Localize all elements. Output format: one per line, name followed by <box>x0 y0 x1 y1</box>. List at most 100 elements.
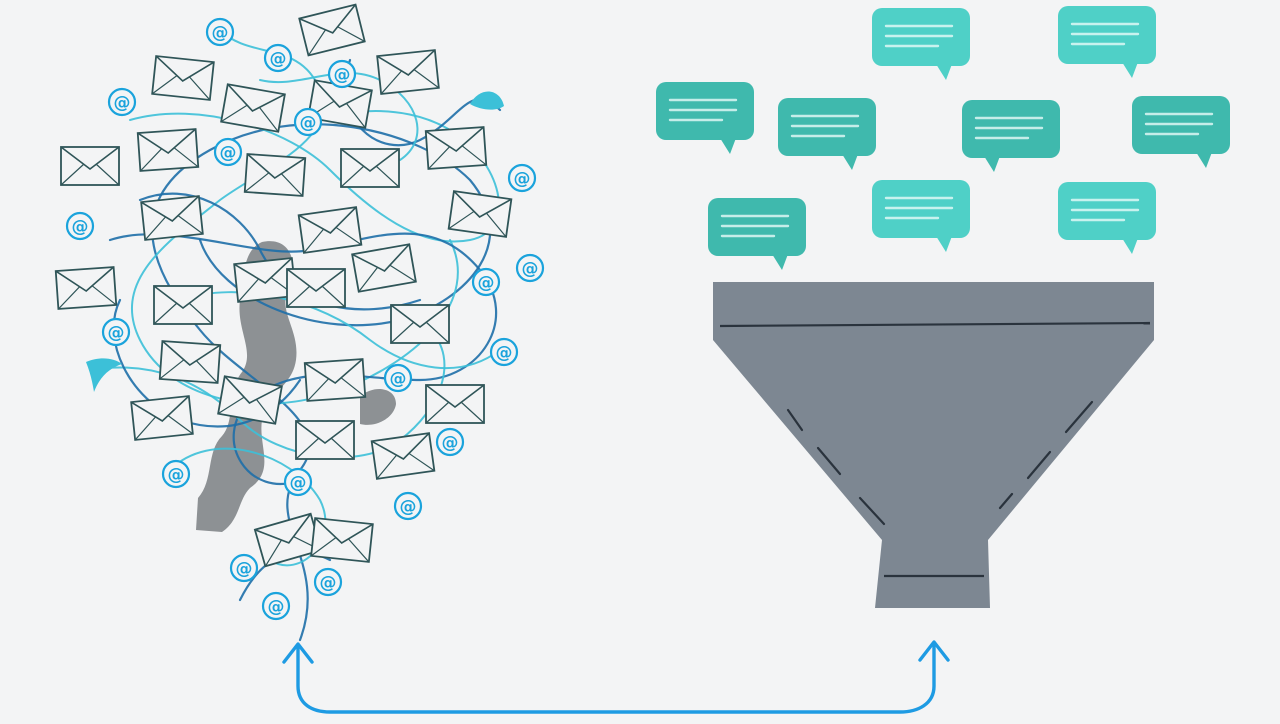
at-sign-icon: @ <box>313 567 343 597</box>
chat-bubble-icon <box>872 180 970 252</box>
at-sign-icon: @ <box>101 317 131 347</box>
at-sign-icon: @ <box>263 43 293 73</box>
chat-bubble-icon <box>1132 96 1230 168</box>
funnel-dash-mark <box>858 496 886 526</box>
arrow-line <box>296 644 936 714</box>
shadow-silhouette <box>196 241 396 532</box>
funnel-dash-mark <box>1064 400 1094 434</box>
envelope-icon <box>136 128 200 172</box>
at-sign-icon: @ <box>65 211 95 241</box>
envelope-icon <box>351 243 417 293</box>
envelope-icon <box>295 420 355 460</box>
at-sign-glyph: @ <box>300 113 317 133</box>
envelope-group <box>54 3 513 568</box>
at-sign-glyph: @ <box>290 473 307 493</box>
at-sign-icon: @ <box>283 467 313 497</box>
at-sign-glyph: @ <box>478 273 495 293</box>
envelope-icon <box>310 517 374 563</box>
envelope-icon <box>158 340 222 384</box>
at-sign-glyph: @ <box>72 217 89 237</box>
at-sign-icon: @ <box>515 253 545 283</box>
funnel-dash-mark <box>786 408 804 432</box>
envelope-icon <box>424 126 488 170</box>
arrow-head-right <box>918 640 950 662</box>
tangle-line <box>169 447 327 567</box>
at-sign-icon: @ <box>205 17 235 47</box>
at-sign-glyph: @ <box>442 433 459 453</box>
chat-bubble-icon <box>708 198 806 270</box>
chat-bubble-group <box>656 6 1230 270</box>
chat-bubble-icon <box>1058 182 1156 254</box>
at-sign-glyph: @ <box>270 49 287 69</box>
at-sign-glyph: @ <box>522 259 539 279</box>
envelope-icon <box>286 268 346 308</box>
at-sign-icon: @ <box>213 137 243 167</box>
at-sign-icon: @ <box>471 267 501 297</box>
chat-bubble-icon <box>962 100 1060 172</box>
funnel-dash-mark <box>998 492 1014 510</box>
envelope-icon <box>220 83 286 133</box>
tangle-line <box>129 110 500 243</box>
at-sign-glyph: @ <box>108 323 125 343</box>
envelope-icon <box>376 49 440 95</box>
envelope-icon <box>54 266 118 310</box>
at-sign-glyph: @ <box>212 23 229 43</box>
at-sign-icon: @ <box>435 427 465 457</box>
at-sign-glyph: @ <box>268 597 285 617</box>
chat-bubble-icon <box>1058 6 1156 78</box>
envelope-icon <box>298 3 366 57</box>
at-sign-glyph: @ <box>168 465 185 485</box>
envelope-icon <box>140 195 204 241</box>
at-sign-icon: @ <box>383 363 413 393</box>
funnel-rim-line <box>719 321 1151 328</box>
chat-bubble-icon <box>872 8 970 80</box>
envelope-icon <box>370 432 436 480</box>
envelope-icon <box>297 206 363 254</box>
at-sign-glyph: @ <box>236 559 253 579</box>
at-sign-glyph: @ <box>320 573 337 593</box>
envelope-icon <box>233 257 297 303</box>
curved-double-arrow-icon <box>282 640 950 714</box>
at-sign-icon: @ <box>393 491 423 521</box>
flourish-mark <box>86 358 122 392</box>
funnel-icon <box>713 282 1154 608</box>
funnel-dash-mark <box>816 446 842 476</box>
at-sign-glyph: @ <box>496 343 513 363</box>
envelope-icon <box>447 190 513 238</box>
funnel-dash-mark <box>1026 450 1052 480</box>
at-sign-icon: @ <box>107 87 137 117</box>
at-sign-glyph: @ <box>220 143 237 163</box>
at-sign-icon: @ <box>489 337 519 367</box>
envelope-icon <box>303 358 367 402</box>
at-sign-glyph: @ <box>334 65 351 85</box>
at-sign-glyph: @ <box>514 169 531 189</box>
at-sign-icon: @ <box>293 107 323 137</box>
arrow-head-left <box>282 642 314 664</box>
messy-email-cluster: @ @ @ @ @ @ @ @ @ @ @ @ @ @ @ @ @ @ @ @ <box>54 3 545 642</box>
at-sign-icon: @ <box>507 163 537 193</box>
at-sign-glyph: @ <box>400 497 417 517</box>
tangle-line <box>179 291 501 370</box>
chat-bubble-icon <box>656 82 754 154</box>
envelope-icon <box>153 285 213 325</box>
at-sign-icon: @ <box>161 459 191 489</box>
envelope-icon <box>151 55 215 101</box>
at-sign-icon: @ <box>261 591 291 621</box>
funnel-body <box>713 282 1154 608</box>
envelope-icon <box>243 153 307 197</box>
at-symbol-group: @ @ @ @ @ @ @ @ @ @ @ @ @ @ @ @ @ @ @ @ <box>65 17 545 621</box>
envelope-icon <box>390 304 450 344</box>
at-sign-glyph: @ <box>390 369 407 389</box>
at-sign-icon: @ <box>327 59 357 89</box>
envelope-icon <box>340 148 400 188</box>
flourish-mark <box>470 91 504 110</box>
at-sign-icon: @ <box>229 553 259 583</box>
envelope-icon <box>130 395 194 441</box>
envelope-icon <box>60 146 120 186</box>
chat-bubble-icon <box>778 98 876 170</box>
person-shadow-silhouette <box>196 241 396 532</box>
envelope-icon <box>425 384 485 424</box>
tangle-line <box>138 192 422 311</box>
